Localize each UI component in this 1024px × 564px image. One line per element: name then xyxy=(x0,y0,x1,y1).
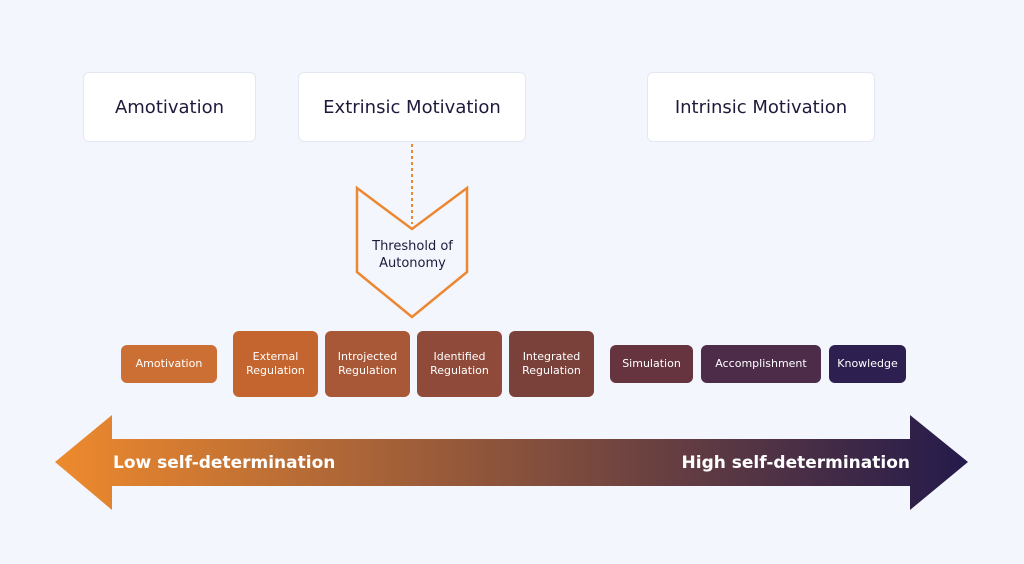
tile-identified-regulation: Identified Regulation xyxy=(417,331,502,397)
intrinsic-motivation-card: Intrinsic Motivation xyxy=(647,72,875,142)
self-determination-axis-arrow xyxy=(55,415,968,510)
tile-label: Amotivation xyxy=(135,357,203,370)
threshold-label-line1: Threshold of xyxy=(372,239,453,254)
extrinsic-motivation-card: Extrinsic Motivation xyxy=(298,72,526,142)
tile-label: Regulation xyxy=(430,364,489,377)
tile-label: Identified xyxy=(433,350,486,363)
tile-amotivation: Amotivation xyxy=(121,345,217,383)
tile-label: Introjected xyxy=(337,350,398,363)
tile-accomplishment: Accomplishment xyxy=(701,345,821,383)
high-self-determination-label: High self-determination xyxy=(681,453,910,473)
threshold-of-autonomy-label: Threshold of Autonomy xyxy=(355,238,470,272)
tile-introjected-regulation: Introjected Regulation xyxy=(325,331,410,397)
tile-external-regulation: External Regulation xyxy=(233,331,318,397)
tile-label: Regulation xyxy=(338,364,397,377)
tile-label: Regulation xyxy=(246,364,305,377)
tile-integrated-regulation: Integrated Regulation xyxy=(509,331,594,397)
threshold-chevron xyxy=(355,185,469,319)
amotivation-card-label: Amotivation xyxy=(114,96,225,118)
tile-label: Accomplishment xyxy=(715,357,807,370)
tile-simulation: Simulation xyxy=(610,345,693,383)
intrinsic-motivation-card-label: Intrinsic Motivation xyxy=(674,96,848,118)
threshold-label-line2: Autonomy xyxy=(379,256,446,271)
tile-label: Regulation xyxy=(522,364,581,377)
tile-label: Integrated xyxy=(522,350,581,363)
extrinsic-motivation-card-label: Extrinsic Motivation xyxy=(323,96,501,118)
tile-label: Knowledge xyxy=(837,357,898,370)
amotivation-card: Amotivation xyxy=(83,72,256,142)
tile-label: External xyxy=(252,350,299,363)
tile-knowledge: Knowledge xyxy=(829,345,906,383)
tile-label: Simulation xyxy=(622,357,681,370)
low-self-determination-label: Low self-determination xyxy=(113,453,336,473)
